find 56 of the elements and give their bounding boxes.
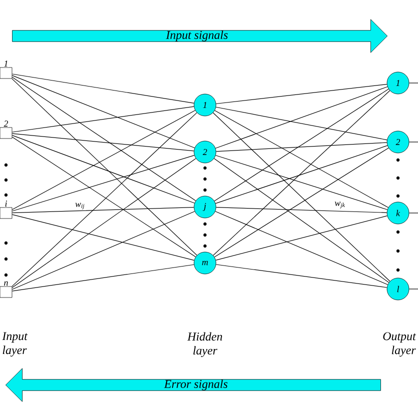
input-box: 1 [0,60,12,79]
layer-label: Hidden layer [187,332,222,358]
connection-line [216,106,388,140]
connection-line [215,86,388,149]
connection-line [216,216,388,260]
connection-line [12,211,195,290]
connection-line [12,133,194,152]
connection-line [408,288,418,290]
connection-line [12,264,194,292]
connection-line [212,112,390,282]
connection-line [214,158,390,283]
input-box: n [0,280,12,298]
output-neuron: k [386,202,410,224]
connection-line [12,110,196,210]
connection-line [12,112,198,287]
output-neuron: l [386,278,410,300]
connection-line [215,211,388,285]
connection-line [12,207,194,214]
connection-line [12,74,194,104]
connection-line [12,158,196,288]
connection-line [12,106,194,132]
hidden-neuron: j [194,196,216,218]
layer-label: Input layer [2,332,28,357]
connection-line [12,78,198,256]
connection-line [216,207,388,213]
connection-line [12,135,195,204]
node-label: 2 [4,120,8,127]
connection-line [12,76,196,202]
connection-line [12,75,195,148]
connection-line [12,136,196,258]
hidden-neuron: 1 [194,94,216,116]
connection-line [408,82,418,84]
node-label: 1 [4,60,8,67]
weight-label: w$_{ij}$ [74,202,86,210]
output-neuron: 1 [386,72,410,94]
layer-label: Output layer [383,332,416,357]
connection-line [215,145,388,204]
connection-line [214,110,389,208]
connection-line [214,88,389,202]
connection-line [215,155,388,210]
connection-line [216,142,388,152]
input-box: 2 [0,120,12,139]
node-label: i [5,200,7,207]
weight-label: w$_{jk}$ [334,200,346,210]
hidden-neuron: 2 [194,140,216,164]
connection-line [12,214,194,261]
connection-line [214,148,389,258]
node-label: n [4,281,8,286]
connection-line [12,154,195,212]
connection-line [408,212,418,214]
connection-line [212,90,390,256]
input-box: i [0,200,12,219]
connection-line [216,264,388,288]
connection-line [216,84,388,104]
hidden-neuron: m [194,252,216,274]
output-neuron: 2 [386,130,410,154]
